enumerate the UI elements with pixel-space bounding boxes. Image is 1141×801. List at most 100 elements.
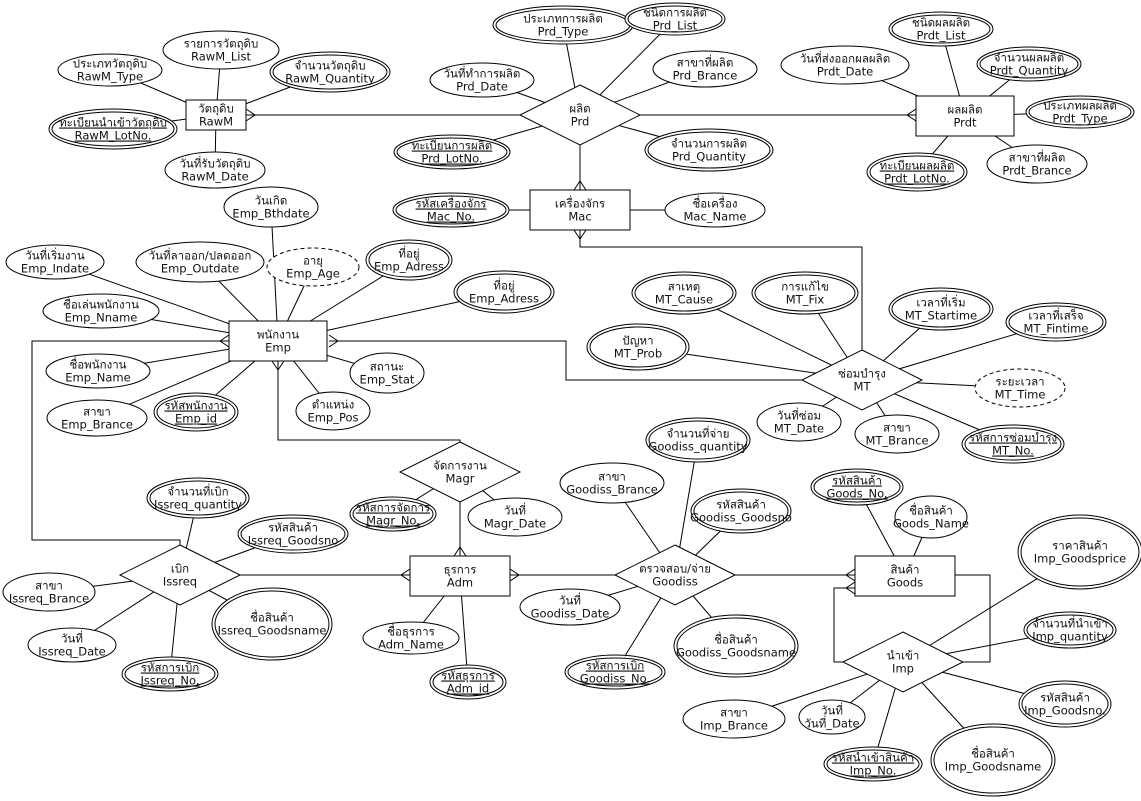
attribute-inner-ellipse xyxy=(51,111,175,147)
attribute-emp-age[interactable]: อายุEmp_Age xyxy=(266,247,360,287)
attribute-ellipse xyxy=(27,627,117,663)
relationship-mt-label-line: ซ่อมบำรุง xyxy=(838,367,886,381)
attribute-magr-date[interactable]: วันที่Magr_Date xyxy=(467,497,563,537)
attribute-imp-date-label-line: วันที่ xyxy=(821,703,843,718)
attribute-iss-no-label-line: Issreq_No. xyxy=(140,674,199,688)
attribute-goods-name-label-line: Goods_Name xyxy=(893,517,969,531)
attribute-inner-ellipse xyxy=(1020,517,1140,587)
attribute-imp-date[interactable]: วันที่วันที่_Date xyxy=(798,699,866,735)
attribute-gdiss-date[interactable]: วันที่Goodiss_Date xyxy=(519,588,621,626)
attribute-emp-adress1[interactable]: ที่อยู่Emp_Adress xyxy=(365,239,453,281)
relationship-diamond xyxy=(518,84,642,146)
attribute-emp-adress1-label: ที่อยู่Emp_Adress xyxy=(374,246,444,274)
attribute-mt-cause[interactable]: สาเหตุMT_Cause xyxy=(631,271,737,315)
attribute-mt-start-label-line: MT_Startime xyxy=(905,309,977,323)
attribute-prd-qty-label-line: จำนวนการผลิต xyxy=(671,137,747,151)
attribute-ellipse xyxy=(976,46,1082,82)
attribute-emp-age-label: อายุEmp_Age xyxy=(286,254,340,281)
attribute-iss-date[interactable]: วันที่Issreq_Date xyxy=(27,627,117,663)
attribute-prdt-brance-label-line: Prdt_Brance xyxy=(1002,164,1071,178)
attribute-emp-adress2[interactable]: ที่อยู่Emp_Adress xyxy=(453,270,555,314)
attribute-emp-bth-label-line: Emp_Bthdate xyxy=(232,207,309,221)
relationship-diamond xyxy=(398,441,522,503)
attribute-emp-adress1-label-line: ที่อยู่ xyxy=(398,246,419,261)
